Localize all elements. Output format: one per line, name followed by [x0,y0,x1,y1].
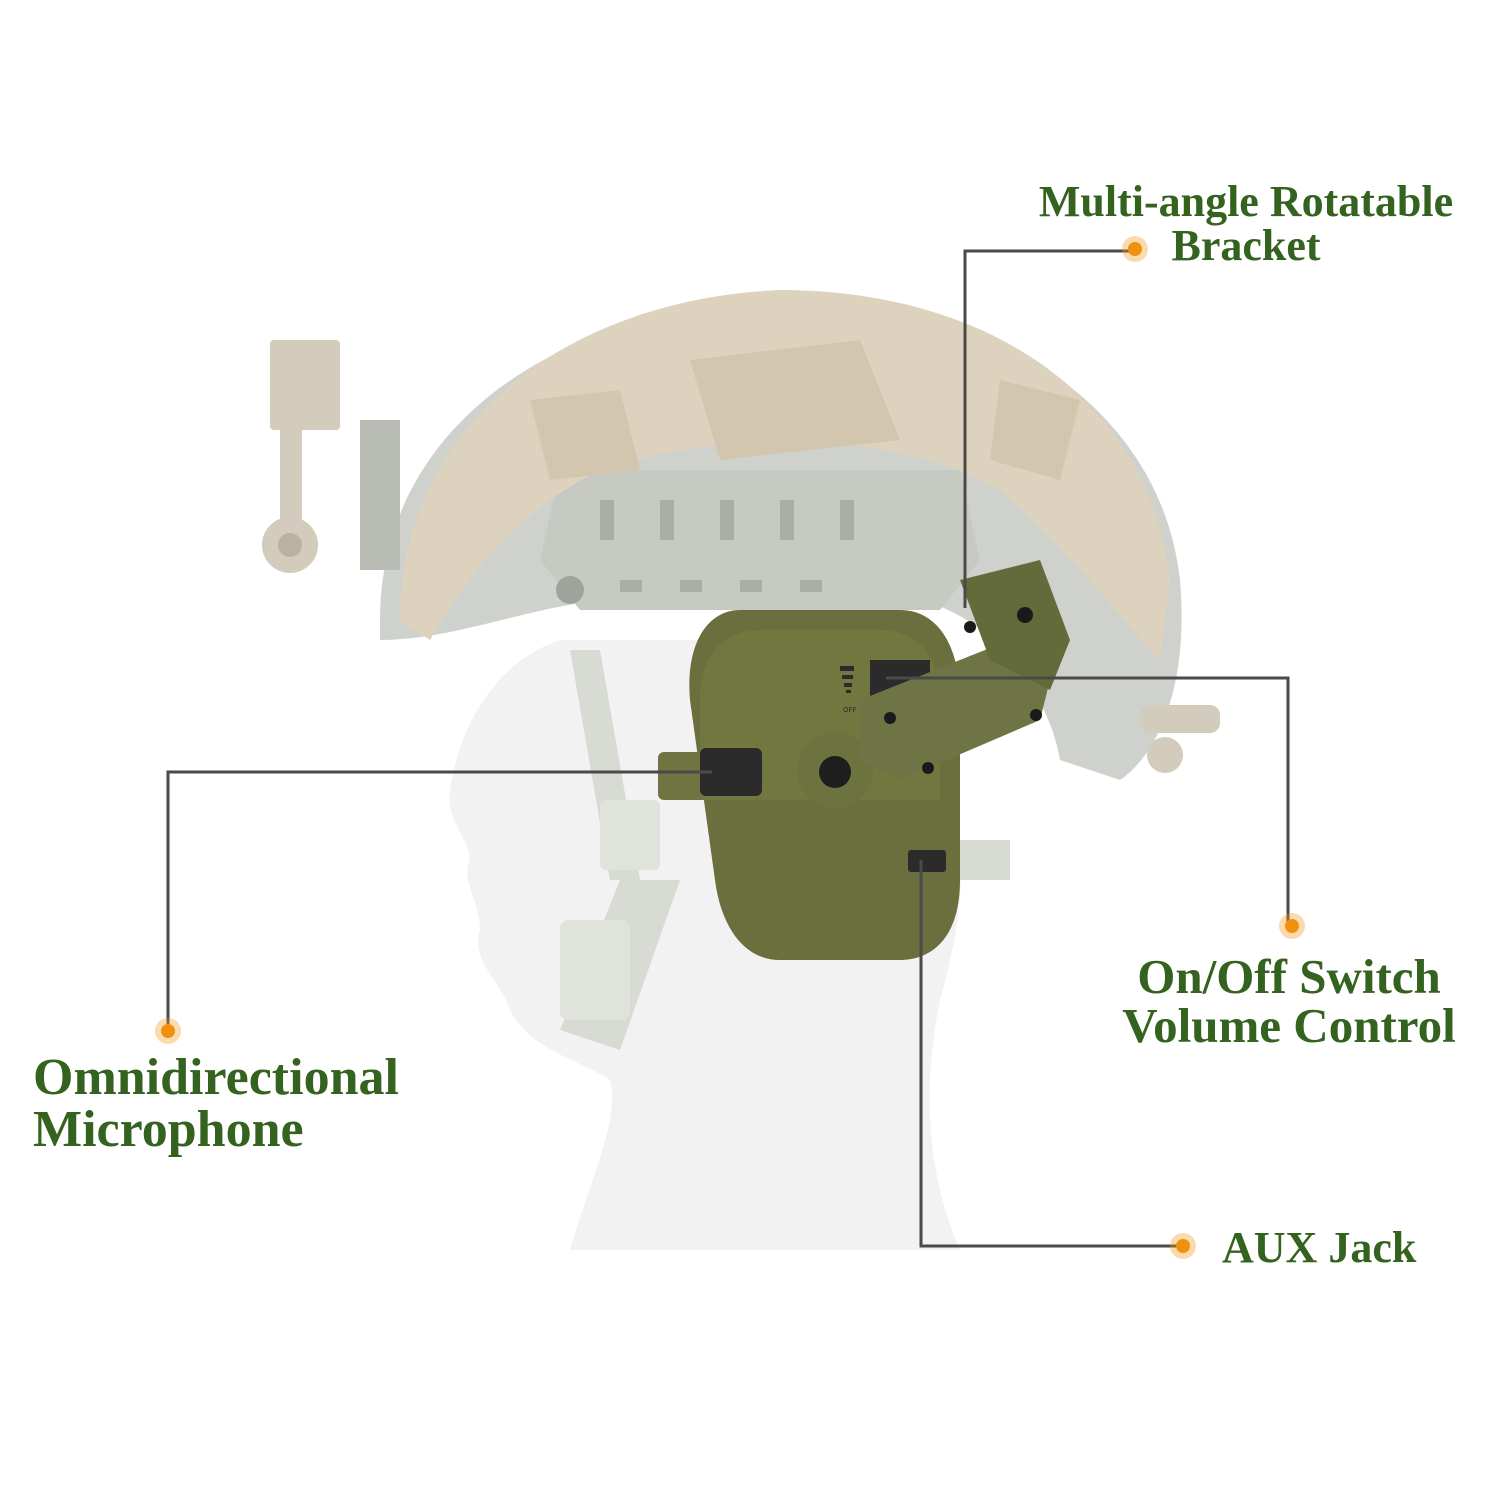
microphone-label-line-2: Microphone [33,1101,304,1158]
switch-label: On/Off Switch Volume Control [1100,952,1478,1050]
bracket-callout-line [963,249,1133,608]
microphone-callout-line [166,770,712,1030]
switch-callout-dot [1279,913,1305,939]
bracket-callout-dot [1122,236,1148,262]
rotatable-bracket [860,560,1070,780]
microphone-label: Omnidirectional Microphone [33,1052,399,1156]
microphone-callout-dot [155,1018,181,1044]
switch-label-line-2: Volume Control [1122,998,1456,1053]
nvg-mount [262,340,400,573]
switch-label-line-1: On/Off Switch [1137,949,1441,1004]
helmet-cover [400,290,1170,660]
switch-callout-line [886,676,1290,925]
bracket-label: Multi-angle Rotatable Bracket [1015,180,1477,268]
aux-label-line-1: AUX Jack [1222,1223,1417,1272]
aux-callout-line [919,860,1183,1248]
helmet-rear-clip [1140,705,1220,773]
volume-off-text: OFF [843,706,857,714]
volume-indicator [840,666,854,693]
microphone-label-line-1: Omnidirectional [33,1049,399,1106]
bracket-label-line-1: Multi-angle Rotatable [1038,177,1454,226]
aux-label: AUX Jack [1222,1226,1416,1270]
microphone-grille [700,748,762,796]
aux-callout-dot [1170,1233,1196,1259]
callout-lines [166,249,1290,1248]
aux-jack [908,850,946,872]
chin-strap [560,650,1010,1050]
bracket-label-line-2: Bracket [1171,221,1321,270]
